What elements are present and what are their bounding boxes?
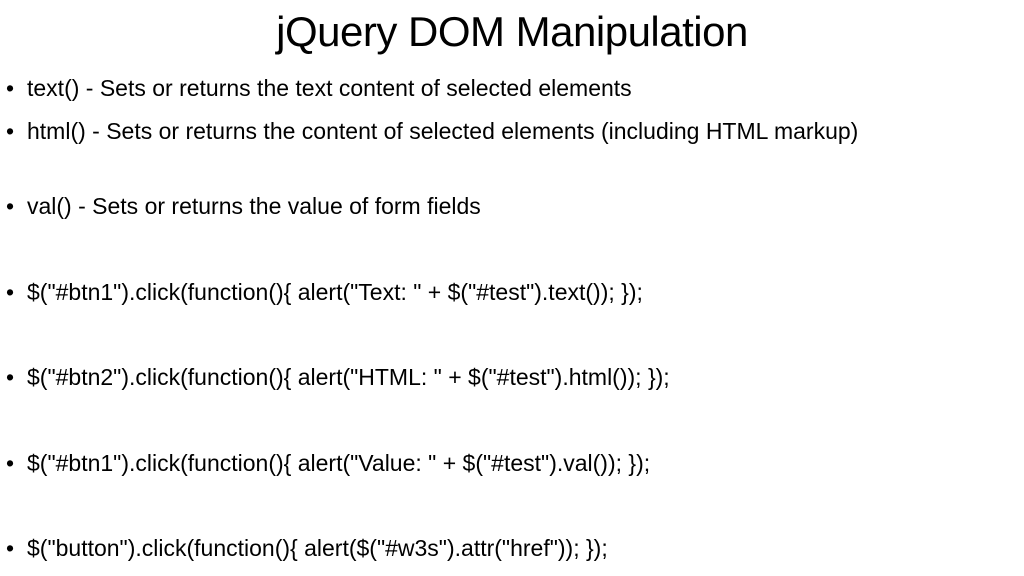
bullet-item: • $("#btn2").click(function(){ alert("HT…	[6, 361, 936, 393]
bullet-dot: •	[6, 75, 15, 101]
bullet-dot: •	[6, 364, 15, 390]
bullet-text: html() - Sets or returns the content of …	[27, 118, 859, 144]
bullet-dot: •	[6, 535, 15, 561]
bullet-text: val() - Sets or returns the value of for…	[27, 193, 481, 219]
slide-title: jQuery DOM Manipulation	[276, 8, 748, 55]
bullet-text: $("button").click(function(){ alert($("#…	[27, 535, 608, 561]
bullet-item: • val() - Sets or returns the value of f…	[6, 190, 936, 222]
bullet-item: • text() - Sets or returns the text cont…	[6, 72, 936, 104]
bullet-dot: •	[6, 279, 15, 305]
bullet-item: • $("#btn1").click(function(){ alert("Va…	[6, 447, 936, 479]
bullet-text: $("#btn1").click(function(){ alert("Valu…	[27, 450, 651, 476]
bullet-text: $("#btn1").click(function(){ alert("Text…	[27, 279, 643, 305]
bullet-dot: •	[6, 193, 15, 219]
bullet-item: • html() - Sets or returns the content o…	[6, 115, 936, 147]
bullet-text: text() - Sets or returns the text conten…	[27, 75, 632, 101]
bullet-item: • $("button").click(function(){ alert($(…	[6, 532, 936, 564]
bullet-dot: •	[6, 118, 15, 144]
bullet-item: • $("#btn1").click(function(){ alert("Te…	[6, 276, 936, 308]
bullet-dot: •	[6, 450, 15, 476]
bullet-text: $("#btn2").click(function(){ alert("HTML…	[27, 364, 670, 390]
